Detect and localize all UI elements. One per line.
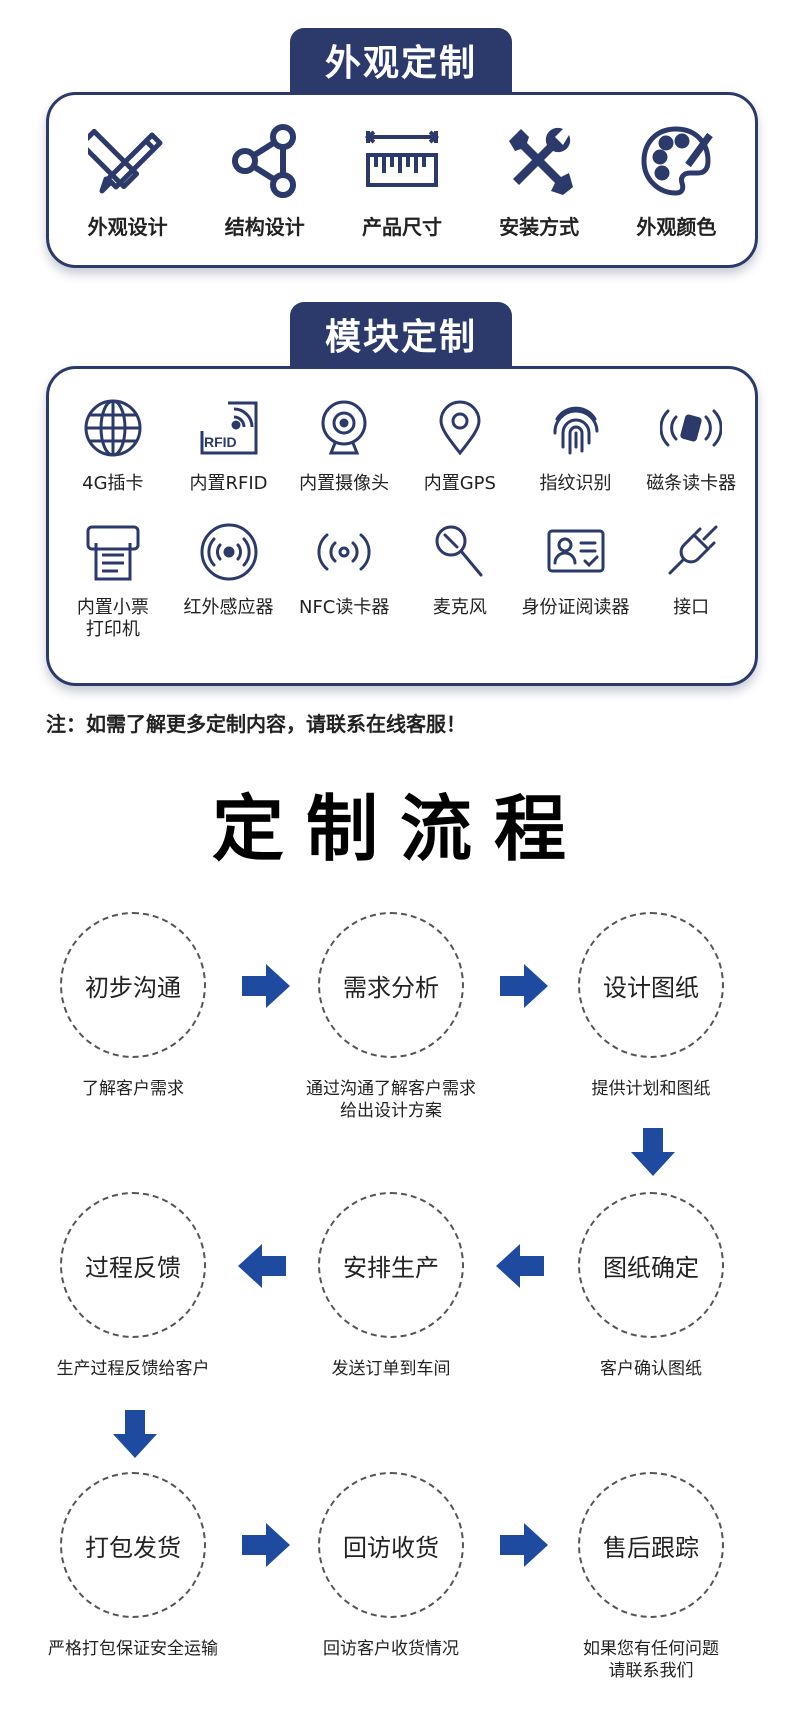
arrow-right-icon bbox=[242, 964, 290, 1008]
module-item-interface[interactable]: 接口 bbox=[633, 521, 749, 641]
appearance-item-label: 安装方式 bbox=[499, 214, 580, 239]
location-pin-icon bbox=[439, 400, 481, 456]
step-description: 严格打包保证安全运输 bbox=[48, 1639, 218, 1659]
module-item-label: 内置GPS bbox=[423, 473, 496, 494]
process-title: 定制流程 bbox=[211, 787, 588, 871]
process-step: 打包发货 严格打包保证安全运输 bbox=[48, 1472, 218, 1660]
structure-share-icon bbox=[231, 123, 296, 198]
arrow-left-icon bbox=[496, 1244, 544, 1288]
step-circle: 安排生产 bbox=[318, 1192, 464, 1338]
module-item-printer[interactable]: 内置小票 打印机 bbox=[55, 521, 171, 641]
module-item-infrared[interactable]: 红外感应器 bbox=[171, 521, 287, 641]
module-item-rfid[interactable]: RFID 内置RFID bbox=[171, 397, 287, 495]
webcam-icon bbox=[321, 400, 367, 455]
module-item-label: 磁条读卡器 bbox=[646, 473, 737, 494]
process-step: 安排生产 发送订单到车间 bbox=[316, 1192, 466, 1380]
appearance-item-color[interactable]: 外观颜色 bbox=[611, 121, 741, 240]
step-description: 发送订单到车间 bbox=[331, 1359, 451, 1379]
module-item-card-reader[interactable]: 磁条读卡器 bbox=[633, 397, 749, 495]
appearance-panel: 外观设计 结构设计 产品尺寸 bbox=[46, 92, 758, 268]
process-step: 图纸确定 客户确认图纸 bbox=[576, 1192, 726, 1380]
step-circle: 回访收货 bbox=[318, 1472, 464, 1618]
step-description: 通过沟通了解客户需求 给出设计方案 bbox=[306, 1079, 476, 1121]
module-item-label: 红外感应器 bbox=[183, 597, 274, 618]
arrow-right-icon bbox=[500, 964, 548, 1008]
step-description: 生产过程反馈给客户 bbox=[56, 1359, 210, 1379]
tools-wrench-hammer-icon bbox=[509, 127, 574, 195]
microphone-icon bbox=[435, 525, 483, 577]
step-circle: 打包发货 bbox=[60, 1472, 206, 1618]
arrow-left-icon bbox=[238, 1244, 286, 1288]
arrow-down-icon bbox=[113, 1410, 157, 1458]
appearance-item-label: 结构设计 bbox=[224, 214, 305, 239]
ruler-size-icon bbox=[364, 129, 440, 187]
process-step: 需求分析 通过沟通了解客户需求 给出设计方案 bbox=[306, 912, 476, 1122]
step-circle: 需求分析 bbox=[318, 912, 464, 1058]
module-item-label: 身份证阅读器 bbox=[521, 597, 630, 618]
process-step: 过程反馈 生产过程反馈给客户 bbox=[57, 1192, 210, 1380]
step-circle: 过程反馈 bbox=[60, 1192, 206, 1338]
step-description: 客户确认图纸 bbox=[600, 1359, 702, 1379]
appearance-item-label: 外观设计 bbox=[87, 214, 168, 239]
svg-text:RFID: RFID bbox=[204, 434, 237, 450]
appearance-item-structure[interactable]: 结构设计 bbox=[200, 121, 330, 240]
nfc-icon bbox=[317, 533, 371, 571]
customization-note: 注：如需了解更多定制内容，请联系在线客服！ bbox=[46, 712, 466, 736]
rfid-icon: RFID bbox=[200, 401, 257, 455]
arrow-right-icon bbox=[500, 1523, 548, 1567]
appearance-section-title: 外观定制 bbox=[290, 28, 512, 92]
process-step: 设计图纸 提供计划和图纸 bbox=[576, 912, 726, 1100]
step-description: 了解客户需求 bbox=[82, 1079, 184, 1099]
module-item-fingerprint[interactable]: 指纹识别 bbox=[518, 397, 634, 495]
module-item-microphone[interactable]: 麦克风 bbox=[402, 521, 518, 641]
plug-icon bbox=[668, 525, 718, 575]
step-circle: 初步沟通 bbox=[60, 912, 206, 1058]
module-item-label: 4G插卡 bbox=[82, 473, 144, 494]
module-item-camera[interactable]: 内置摄像头 bbox=[286, 397, 402, 495]
step-circle: 图纸确定 bbox=[578, 1192, 724, 1338]
module-item-label: 指纹识别 bbox=[539, 473, 612, 494]
fingerprint-icon bbox=[553, 406, 599, 455]
module-item-label: 内置小票 打印机 bbox=[76, 597, 149, 640]
module-item-label: 接口 bbox=[673, 597, 710, 618]
card-reader-icon bbox=[660, 409, 723, 447]
process-step: 初步沟通 了解客户需求 bbox=[58, 912, 208, 1100]
appearance-item-label: 外观颜色 bbox=[636, 214, 717, 239]
module-panel: 4G插卡 RFID 内置RFID 内置摄像头 bbox=[46, 366, 758, 686]
module-item-id-reader[interactable]: 身份证阅读器 bbox=[518, 521, 634, 641]
process-step: 售后跟踪 如果您有任何问题 请联系我们 bbox=[576, 1472, 726, 1682]
arrow-down-icon bbox=[631, 1128, 675, 1176]
module-row: 内置小票 打印机 红外感应器 NFC读卡器 bbox=[49, 521, 755, 641]
appearance-item-label: 产品尺寸 bbox=[361, 214, 442, 239]
module-row: 4G插卡 RFID 内置RFID 内置摄像头 bbox=[49, 397, 755, 495]
module-item-gps[interactable]: 内置GPS bbox=[402, 397, 518, 495]
step-description: 如果您有任何问题 请联系我们 bbox=[583, 1639, 719, 1681]
module-item-nfc[interactable]: NFC读卡器 bbox=[286, 521, 402, 641]
step-circle: 设计图纸 bbox=[578, 912, 724, 1058]
module-item-label: NFC读卡器 bbox=[298, 597, 390, 618]
module-item-4g[interactable]: 4G插卡 bbox=[55, 397, 171, 495]
arrow-right-icon bbox=[242, 1523, 290, 1567]
step-description: 回访客户收货情况 bbox=[323, 1639, 459, 1659]
palette-icon bbox=[641, 125, 714, 196]
receipt-printer-icon bbox=[86, 525, 140, 581]
appearance-item-design[interactable]: 外观设计 bbox=[63, 121, 193, 240]
module-item-label: 内置RFID bbox=[189, 473, 268, 494]
design-pencil-ruler-icon bbox=[87, 128, 163, 193]
appearance-item-size[interactable]: 产品尺寸 bbox=[337, 121, 467, 240]
module-item-label: 麦克风 bbox=[432, 597, 487, 618]
appearance-item-install[interactable]: 安装方式 bbox=[474, 121, 604, 240]
id-card-icon bbox=[547, 529, 605, 573]
infrared-sensor-icon bbox=[200, 523, 257, 581]
globe-icon bbox=[84, 399, 142, 457]
process-step: 回访收货 回访客户收货情况 bbox=[316, 1472, 466, 1660]
step-circle: 售后跟踪 bbox=[578, 1472, 724, 1618]
step-description: 提供计划和图纸 bbox=[591, 1079, 711, 1099]
module-section-title: 模块定制 bbox=[290, 302, 512, 366]
module-item-label: 内置摄像头 bbox=[299, 473, 390, 494]
